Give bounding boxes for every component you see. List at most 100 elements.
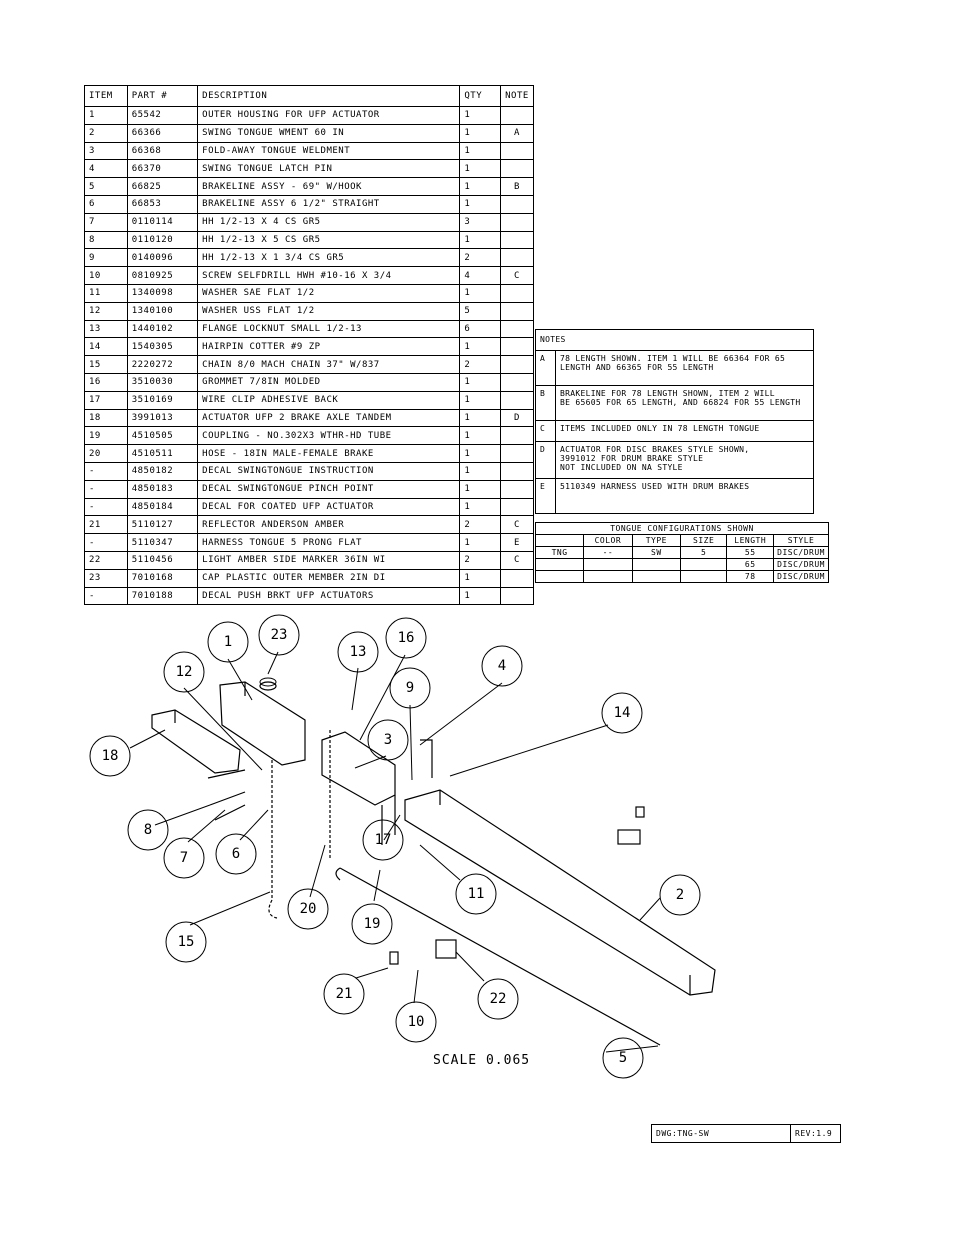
callout-bubble-11 [455, 873, 497, 915]
bom-cell-part: 2220272 [126, 355, 199, 374]
bom-cell-item: 2 [84, 123, 128, 143]
callout-bubble-3 [367, 719, 409, 761]
bom-cell-part: 3510030 [126, 372, 199, 392]
config-header: COLOR [583, 534, 633, 547]
bom-cell-qty: 1 [459, 461, 501, 481]
config-title: TONGUE CONFIGURATIONS SHOWN [535, 522, 829, 535]
bom-cell-description: HAIRPIN COTTER #9 ZP [197, 337, 461, 357]
bom-cell-part: 7010188 [126, 586, 199, 606]
config-cell [534, 570, 585, 583]
config-table: TONGUE CONFIGURATIONS SHOWN COLOR TYPE S… [534, 522, 829, 583]
callout-label-7: 7 [180, 850, 188, 866]
note-text: 78 LENGTH SHOWN. ITEM 1 WILL BE 66364 FO… [560, 354, 786, 372]
callout-bubble-14 [601, 692, 643, 734]
note-key: B [536, 386, 556, 420]
bom-cell-part: 5110347 [126, 533, 199, 552]
bom-cell-part: 4850182 [126, 461, 199, 481]
outer-housing-part [219, 681, 306, 766]
callout-bubble-2 [659, 874, 701, 916]
bom-cell-description: GROMMET 7/8IN MOLDED [197, 372, 461, 392]
bom-cell-note [499, 444, 535, 463]
config-cell [631, 570, 681, 583]
bom-cell-description: WIRE CLIP ADHESIVE BACK [197, 390, 461, 410]
bom-cell-note [499, 355, 535, 374]
config-cell: -- [583, 546, 633, 559]
callout-label-12: 12 [176, 664, 193, 680]
callout-label-6: 6 [232, 846, 240, 862]
config-header: TYPE [631, 534, 681, 547]
callout-label-16: 16 [398, 630, 415, 646]
bom-cell-note: C [499, 515, 535, 535]
bom-cell-qty: 1 [459, 177, 501, 196]
config-cell: 5 [679, 546, 728, 559]
bom-cell-part: 0810925 [126, 266, 199, 285]
bom-header-row: ITEM PART # DESCRIPTION QTY NOTE [84, 85, 535, 107]
callout-label-1: 1 [224, 634, 232, 650]
callout-bubble-17 [362, 819, 404, 861]
bom-cell-note [499, 479, 535, 499]
bom-cell-item: 9 [84, 248, 128, 268]
callout-label-19: 19 [364, 916, 381, 932]
bom-cell-part: 3991013 [126, 408, 199, 428]
config-cell: 55 [726, 546, 775, 559]
callout-label-15: 15 [178, 934, 195, 950]
callout-label-14: 14 [614, 705, 631, 721]
bom-cell-qty: 1 [459, 479, 501, 499]
config-cell [583, 558, 633, 571]
bom-header-item: ITEM [84, 85, 128, 107]
bom-cell-part: 66368 [126, 141, 199, 161]
actuator-part [151, 709, 241, 774]
callout-label-11: 11 [468, 886, 485, 902]
bom-cell-note [499, 586, 535, 606]
bom-cell-note: E [499, 533, 535, 552]
callout-label-3: 3 [384, 732, 392, 748]
bom-cell-qty: 2 [459, 515, 501, 535]
bom-cell-qty: 2 [459, 248, 501, 268]
bom-cell-description: SWING TONGUE LATCH PIN [197, 159, 461, 179]
bom-cell-note [499, 568, 535, 588]
bom-cell-item: 23 [84, 568, 128, 588]
bom-cell-item: 13 [84, 319, 128, 339]
bom-cell-item: 15 [84, 355, 128, 374]
bom-cell-item: - [84, 461, 128, 481]
bom-cell-part: 7010168 [126, 568, 199, 588]
bom-cell-item: - [84, 497, 128, 517]
config-cell [534, 558, 585, 571]
bom-cell-qty: 6 [459, 319, 501, 339]
bom-cell-part: 1440102 [126, 319, 199, 339]
bom-cell-item: 14 [84, 337, 128, 357]
bom-cell-note [499, 301, 535, 321]
bom-cell-item: 21 [84, 515, 128, 535]
callout-label-22: 22 [490, 991, 507, 1007]
bom-cell-qty: 4 [459, 266, 501, 285]
config-header: STYLE [773, 534, 829, 547]
config-cell: SW [631, 546, 681, 559]
callout-label-2: 2 [676, 887, 684, 903]
bom-cell-qty: 2 [459, 355, 501, 374]
config-cell [583, 570, 633, 583]
callout-bubble-22 [477, 978, 519, 1020]
revision: REV:1.9 [790, 1124, 841, 1143]
bom-cell-qty: 1 [459, 408, 501, 428]
bom-cell-item: 12 [84, 301, 128, 321]
bom-cell-qty: 1 [459, 159, 501, 179]
